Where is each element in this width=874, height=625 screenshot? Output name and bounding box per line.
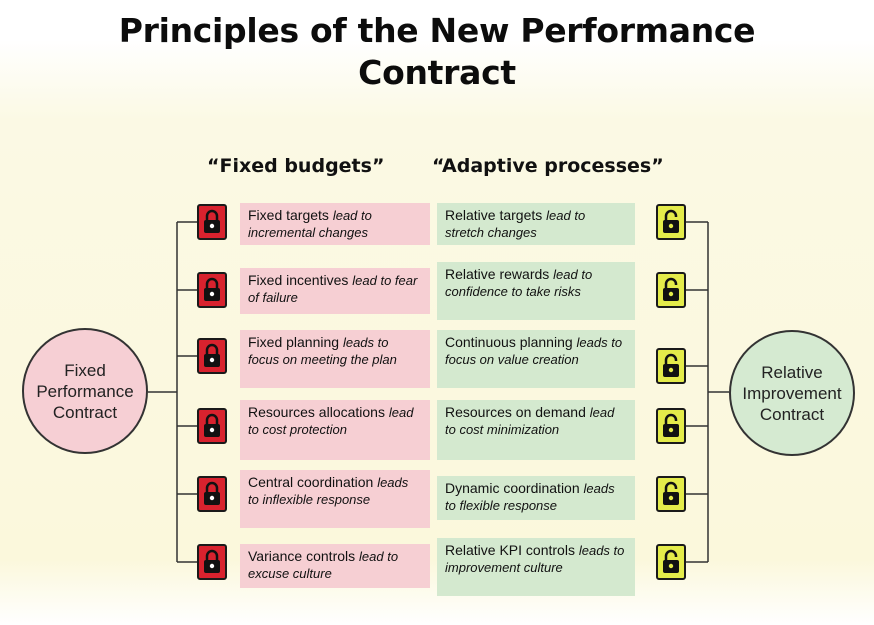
- fixed-box-row-5-effect: leads to inflexible response: [248, 475, 409, 507]
- open-padlock-icon: [656, 348, 686, 384]
- adaptive-processes-heading: “Adaptive processes”: [432, 155, 664, 177]
- left-circle-line-3: Contract: [52, 402, 118, 422]
- fixed-box-row-2: Fixed incentives lead to fear of failure: [240, 268, 430, 314]
- fixed-box-row-2-text: Fixed incentives: [248, 272, 353, 288]
- adaptive-box-row-3-text: Continuous planning: [445, 334, 577, 350]
- fixed-box-row-2-effect: lead to fear of failure: [248, 273, 418, 305]
- left-circle-line-2: Performance: [36, 381, 134, 401]
- fixed-box-row-6: Variance controls lead to excuse culture: [240, 544, 430, 588]
- open-padlock-icon: [656, 204, 686, 240]
- closed-padlock-icon: [197, 544, 227, 580]
- closed-padlock-icon: [197, 272, 227, 308]
- adaptive-box-row-4-text: Resources on demand: [445, 404, 590, 420]
- title-line-1: Principles of the New Performance: [118, 11, 756, 50]
- open-padlock-icon: [656, 544, 686, 580]
- right-circle-line-1: Relative: [761, 362, 823, 382]
- title-line-2: Contract: [358, 53, 516, 92]
- adaptive-box-row-5: Dynamic coordination leads to flexible r…: [437, 476, 635, 520]
- adaptive-box-row-3-effect: leads to focus on value creation: [445, 335, 623, 367]
- fixed-box-row-1-effect: lead to incremental changes: [248, 208, 372, 240]
- adaptive-box-row-5-text: Dynamic coordination: [445, 480, 584, 496]
- closed-padlock-icon: [197, 204, 227, 240]
- fixed-performance-contract-circle: Fixed Performance Contract: [22, 328, 148, 454]
- adaptive-box-row-6-effect: leads to improvement culture: [445, 543, 625, 575]
- fixed-box-row-5: Central coordination leads to inflexible…: [240, 470, 430, 528]
- fixed-box-row-3-effect: leads to focus on meeting the plan: [248, 335, 397, 367]
- open-padlock-icon: [656, 272, 686, 308]
- closed-padlock-icon: [197, 408, 227, 444]
- page-title: Principles of the New Performance Contra…: [0, 10, 874, 94]
- open-padlock-icon: [656, 408, 686, 444]
- adaptive-box-row-2-text: Relative rewards: [445, 266, 554, 282]
- adaptive-box-row-4-effect: lead to cost minimization: [445, 405, 615, 437]
- adaptive-box-row-5-effect: leads to flexible response: [445, 481, 615, 513]
- adaptive-box-row-6: Relative KPI controls leads to improveme…: [437, 538, 635, 596]
- right-circle-line-2: Improvement: [742, 383, 842, 403]
- left-circle-line-1: Fixed: [64, 360, 106, 380]
- fixed-box-row-3: Fixed planning leads to focus on meeting…: [240, 330, 430, 388]
- adaptive-box-row-1: Relative targets lead to stretch changes: [437, 203, 635, 245]
- adaptive-box-row-1-effect: lead to stretch changes: [445, 208, 586, 240]
- open-padlock-icon: [656, 476, 686, 512]
- relative-improvement-contract-circle: Relative Improvement Contract: [729, 330, 855, 456]
- fixed-box-row-1-text: Fixed targets: [248, 207, 333, 223]
- fixed-box-row-6-effect: lead to excuse culture: [248, 549, 399, 581]
- adaptive-box-row-6-text: Relative KPI controls: [445, 542, 579, 558]
- fixed-box-row-4-effect: lead to cost protection: [248, 405, 414, 437]
- adaptive-box-row-1-text: Relative targets: [445, 207, 547, 223]
- fixed-budgets-heading: “Fixed budgets”: [207, 155, 385, 177]
- fixed-box-row-3-text: Fixed planning: [248, 334, 343, 350]
- right-circle-line-3: Contract: [759, 404, 825, 424]
- fixed-box-row-1: Fixed targets lead to incremental change…: [240, 203, 430, 245]
- fixed-box-row-5-text: Central coordination: [248, 474, 378, 490]
- closed-padlock-icon: [197, 338, 227, 374]
- adaptive-box-row-2-effect: lead to confidence to take risks: [445, 267, 593, 299]
- adaptive-box-row-2: Relative rewards lead to confidence to t…: [437, 262, 635, 320]
- adaptive-box-row-3: Continuous planning leads to focus on va…: [437, 330, 635, 388]
- adaptive-box-row-4: Resources on demand lead to cost minimiz…: [437, 400, 635, 460]
- fixed-box-row-6-text: Variance controls: [248, 548, 360, 564]
- fixed-box-row-4-text: Resources allocations: [248, 404, 389, 420]
- fixed-box-row-4: Resources allocations lead to cost prote…: [240, 400, 430, 460]
- closed-padlock-icon: [197, 476, 227, 512]
